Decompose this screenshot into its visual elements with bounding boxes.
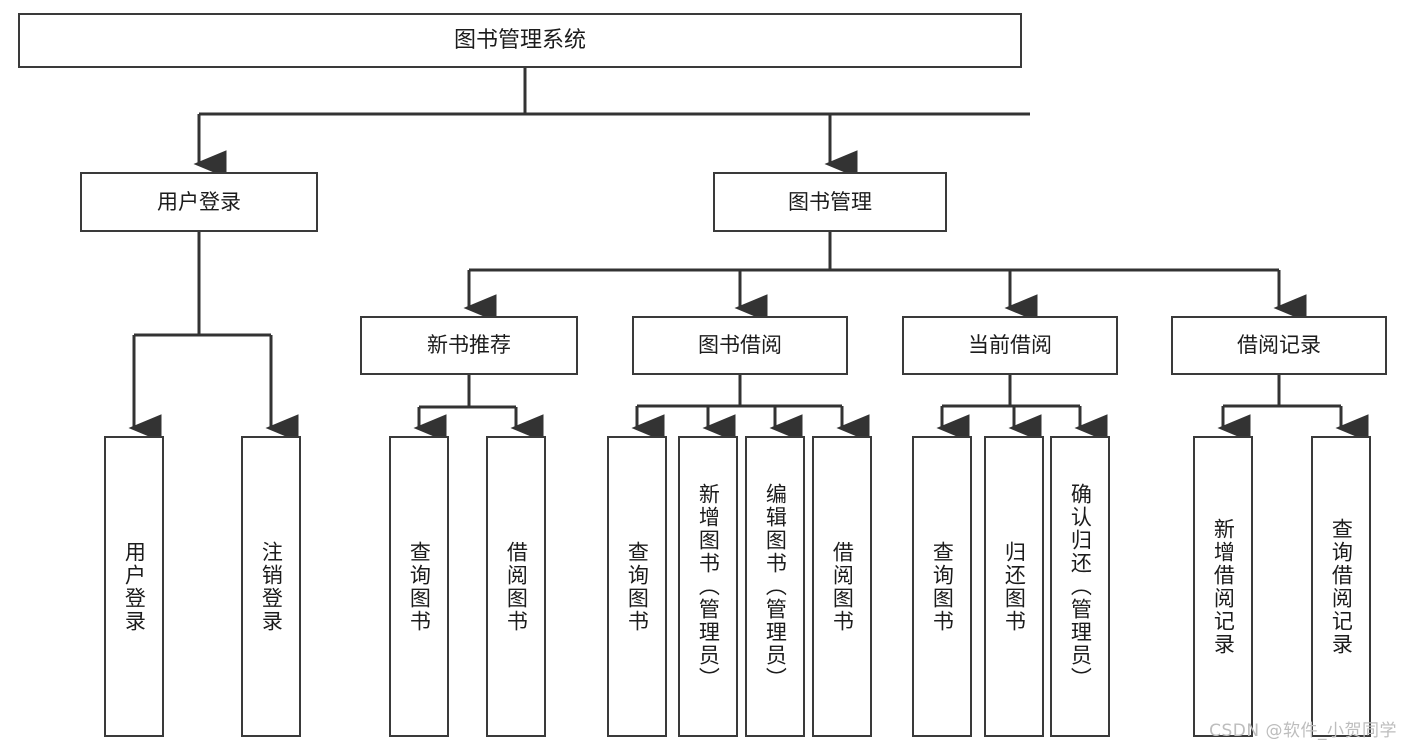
node-user-login-label: 用户登录 (157, 189, 241, 214)
node-leaf-query-book-2-label: 查询图书 (625, 540, 650, 633)
node-leaf-borrow-book-2-label: 借阅图书 (830, 540, 855, 633)
node-leaf-add-book[interactable]: 新增图书（管理员） (678, 436, 738, 737)
node-leaf-borrow-book-2[interactable]: 借阅图书 (812, 436, 872, 737)
node-leaf-query-book-1-label: 查询图书 (407, 540, 432, 633)
node-root[interactable]: 图书管理系统 (18, 13, 1022, 68)
csdn-watermark: CSDN @软件_小贺同学 (1209, 721, 1397, 741)
node-borrow-record-label: 借阅记录 (1237, 333, 1321, 358)
node-leaf-confirm-return-label: 确认归还（管理员） (1068, 483, 1093, 690)
node-leaf-query-record-label: 查询借阅记录 (1329, 517, 1354, 656)
node-leaf-add-book-label: 新增图书（管理员） (696, 483, 721, 690)
node-current-borrow-label: 当前借阅 (968, 333, 1052, 358)
node-leaf-edit-book-label: 编辑图书（管理员） (763, 483, 788, 690)
node-leaf-borrow-book-1-label: 借阅图书 (504, 540, 529, 633)
node-leaf-user-logout-label: 注销登录 (259, 540, 284, 633)
node-leaf-query-book-3-label: 查询图书 (930, 540, 955, 633)
node-leaf-user-login-label: 用户登录 (122, 540, 147, 633)
node-leaf-query-record[interactable]: 查询借阅记录 (1311, 436, 1371, 737)
node-book-manage-label: 图书管理 (788, 189, 872, 214)
node-user-login[interactable]: 用户登录 (80, 172, 318, 232)
node-leaf-add-record[interactable]: 新增借阅记录 (1193, 436, 1253, 737)
node-book-borrow[interactable]: 图书借阅 (632, 316, 848, 375)
node-new-book-recommend-label: 新书推荐 (427, 333, 511, 358)
node-root-label: 图书管理系统 (453, 27, 586, 53)
node-book-borrow-label: 图书借阅 (698, 333, 782, 358)
node-leaf-query-book-3[interactable]: 查询图书 (912, 436, 972, 737)
node-leaf-confirm-return[interactable]: 确认归还（管理员） (1050, 436, 1110, 737)
node-current-borrow[interactable]: 当前借阅 (902, 316, 1118, 375)
node-leaf-return-book[interactable]: 归还图书 (984, 436, 1044, 737)
node-book-manage[interactable]: 图书管理 (713, 172, 947, 232)
node-borrow-record[interactable]: 借阅记录 (1171, 316, 1387, 375)
node-leaf-add-record-label: 新增借阅记录 (1211, 517, 1236, 656)
node-leaf-user-logout[interactable]: 注销登录 (241, 436, 301, 737)
node-leaf-user-login[interactable]: 用户登录 (104, 436, 164, 737)
node-leaf-edit-book[interactable]: 编辑图书（管理员） (745, 436, 805, 737)
node-leaf-query-book-1[interactable]: 查询图书 (389, 436, 449, 737)
node-new-book-recommend[interactable]: 新书推荐 (360, 316, 578, 375)
node-leaf-borrow-book-1[interactable]: 借阅图书 (486, 436, 546, 737)
node-leaf-query-book-2[interactable]: 查询图书 (607, 436, 667, 737)
node-leaf-return-book-label: 归还图书 (1002, 540, 1027, 633)
